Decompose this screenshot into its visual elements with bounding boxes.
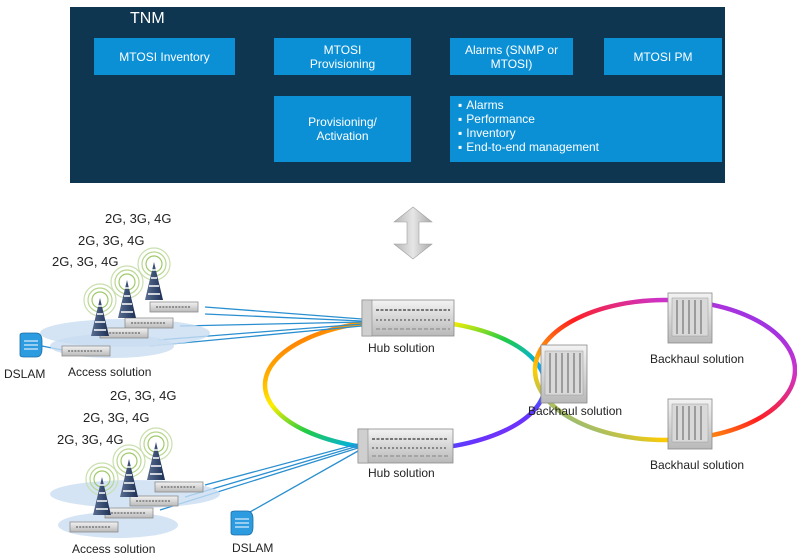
gen-label: 2G, 3G, 4G [105, 211, 172, 226]
hub-solution-label: Hub solution [368, 466, 435, 480]
mtosi-pm-box: MTOSI PM [604, 38, 722, 75]
alarms-label: Alarms (SNMP or MTOSI) [464, 42, 559, 71]
feature-item: End-to-end management [458, 140, 599, 154]
access-solution-label: Access solution [68, 365, 152, 379]
hub-device-icon [357, 428, 454, 464]
gen-label: 2G, 3G, 4G [57, 432, 124, 447]
double-arrow-icon [393, 206, 433, 260]
backhaul-device-icon [667, 292, 713, 344]
tower-icon [137, 247, 171, 301]
hub-device-icon [361, 299, 455, 337]
tnm-title: TNM [130, 10, 165, 27]
tower-icon [110, 265, 144, 319]
alarms-box: Alarms (SNMP or MTOSI) [450, 38, 573, 75]
mtosi-inventory-label: MTOSI Inventory [119, 49, 210, 64]
backhaul-ring [532, 297, 797, 443]
hub-solution-label: Hub solution [368, 341, 435, 355]
feature-item: Inventory [458, 126, 599, 140]
backhaul-solution-label: Backhaul solution [650, 352, 745, 366]
gen-label: 2G, 3G, 4G [52, 254, 119, 269]
mtosi-provisioning-box: MTOSI Provisioning [274, 38, 411, 75]
dslam-label: DSLAM [232, 541, 274, 555]
mtosi-pm-label: MTOSI PM [633, 49, 693, 64]
access-solution-label: Access solution [72, 542, 156, 556]
mtosi-provisioning-label: MTOSI Provisioning [309, 42, 376, 71]
provisioning-activation-label: Provisioning/ Activation [308, 115, 377, 143]
backhaul-device-icon [667, 398, 713, 450]
features-list: Alarms Performance Inventory End-to-end … [458, 98, 599, 154]
tower-icon [139, 427, 173, 481]
dslam-icon [230, 510, 254, 536]
access-cluster-top [40, 301, 210, 358]
gen-label: 2G, 3G, 4G [83, 410, 150, 425]
feature-item: Performance [458, 112, 599, 126]
provisioning-activation-box: Provisioning/ Activation [274, 96, 411, 162]
backhaul-solution-label: Backhaul solution [650, 458, 745, 472]
features-box: Alarms Performance Inventory End-to-end … [450, 96, 722, 162]
dslam-label: DSLAM [4, 367, 46, 381]
backhaul-solution-label: Backhaul solution [528, 404, 623, 418]
feature-item: Alarms [458, 98, 599, 112]
gen-label: 2G, 3G, 4G [110, 388, 177, 403]
gen-label: 2G, 3G, 4G [78, 233, 145, 248]
dslam-icon [19, 332, 43, 358]
mtosi-inventory-box: MTOSI Inventory [94, 38, 235, 75]
backhaul-device-icon [540, 344, 588, 404]
